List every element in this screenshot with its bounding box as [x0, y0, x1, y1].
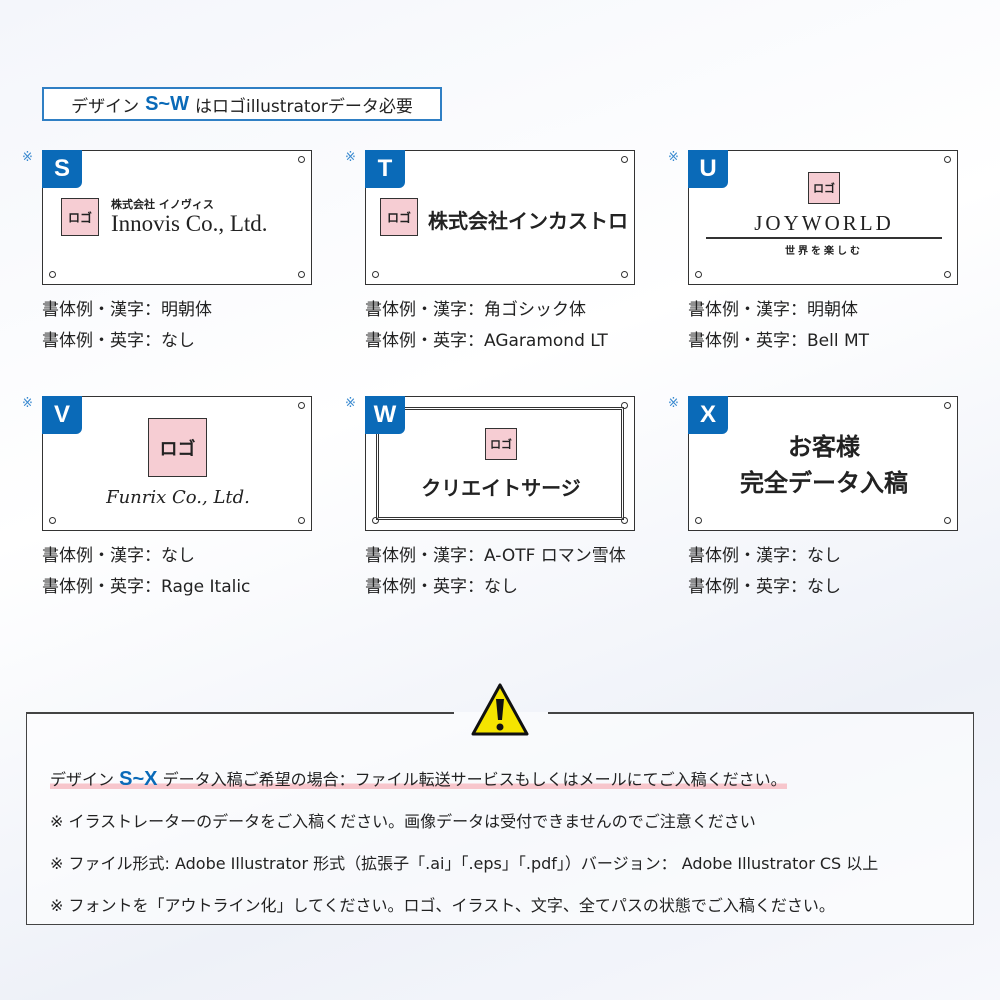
- note-mark: ※: [668, 396, 679, 411]
- caption: 書体例・漢字：A-OTF ロマン雪体書体例・英字：なし: [365, 541, 626, 603]
- font-english: 書体例・英字：Rage Italic: [42, 577, 251, 597]
- hole-icon: [621, 271, 628, 278]
- sample-card-v: V ロゴ Funrix Co., Ltd.: [42, 396, 312, 531]
- font-english: 書体例・英字：なし: [688, 577, 841, 597]
- sample-card-t: T ロゴ 株式会社インカストロ: [365, 150, 635, 285]
- font-english: 書体例・英字：なし: [42, 331, 195, 351]
- note-mark: ※: [668, 150, 679, 165]
- header-suffix: はロゴillustratorデータ必要: [194, 96, 413, 117]
- sample-card-x: X お客様完全データ入稿: [688, 396, 958, 531]
- divider: [706, 237, 942, 239]
- headline-suffix: データ入稿ご希望の場合：ファイル転送サービスもしくはメールにてご入稿ください。: [162, 770, 787, 789]
- note-line: ※ フォントを「アウトライン化」してください。ロゴ、イラスト、文字、全てパスの状…: [50, 896, 835, 915]
- notice-border-right: [548, 712, 974, 714]
- tagline: 世界を楽しむ: [785, 246, 863, 257]
- font-english: 書体例・英字：なし: [365, 577, 518, 597]
- badge-x: X: [688, 396, 728, 434]
- sample-card-u: U ロゴ JOYWORLD 世界を楽しむ: [688, 150, 958, 285]
- company-name: 株式会社インカストロ: [428, 209, 628, 233]
- hole-icon: [944, 517, 951, 524]
- customer-line: お客様: [788, 433, 860, 461]
- sample-card-s: S ロゴ 株式会社 イノヴィス Innovis Co., Ltd.: [42, 150, 312, 285]
- font-english: 書体例・英字：AGaramond LT: [365, 331, 608, 351]
- caption: 書体例・漢字：なし書体例・英字：Rage Italic: [42, 541, 250, 603]
- warning-icon: [471, 683, 529, 736]
- design-s-w-header: デザイン S~W はロゴillustratorデータ必要: [42, 87, 442, 121]
- company-name-en: Innovis Co., Ltd.: [111, 211, 268, 236]
- sample-card-w: W ロゴ クリエイトサージ: [365, 396, 635, 531]
- note-mark: ※: [22, 396, 33, 411]
- font-kanji: 書体例・漢字：A-OTF ロマン雪体: [365, 546, 626, 566]
- logo-placeholder: ロゴ: [148, 418, 207, 477]
- note-mark: ※: [345, 396, 356, 411]
- company-name: Funrix Co., Ltd.: [106, 487, 250, 508]
- caption-kanji: 書体例・漢字：明朝体書体例・英字：なし: [42, 295, 212, 357]
- hole-icon: [695, 517, 702, 524]
- font-english: 書体例・英字：Bell MT: [688, 331, 870, 351]
- note-mark: ※: [345, 150, 356, 165]
- hole-icon: [298, 156, 305, 163]
- headline-range: S~X: [119, 768, 158, 790]
- full-data-line: 完全データ入稿: [740, 469, 908, 497]
- badge-v: V: [42, 396, 82, 434]
- caption: 書体例・漢字：角ゴシック体書体例・英字：AGaramond LT: [365, 295, 608, 357]
- badge-t: T: [365, 150, 405, 188]
- note-mark: ※: [22, 150, 33, 165]
- font-kanji: 書体例・漢字：明朝体: [688, 300, 858, 320]
- note-line: ※ イラストレーターのデータをご入稿ください。画像データは受付できませんのでご注…: [50, 812, 756, 831]
- caption: 書体例・漢字：明朝体書体例・英字：Bell MT: [688, 295, 869, 357]
- badge-u: U: [688, 150, 728, 188]
- hole-icon: [944, 156, 951, 163]
- notice-headline: デザイン S~X データ入稿ご希望の場合：ファイル転送サービスもしくはメールにて…: [50, 758, 878, 801]
- headline-prefix: デザイン: [50, 770, 115, 789]
- hole-icon: [621, 517, 628, 524]
- customer-title: お客様完全データ入稿: [689, 429, 959, 501]
- hole-icon: [372, 271, 379, 278]
- logo-placeholder: ロゴ: [808, 172, 840, 204]
- logo-placeholder: ロゴ: [485, 428, 517, 460]
- hole-icon: [695, 271, 702, 278]
- logo-placeholder: ロゴ: [380, 198, 418, 236]
- font-kanji: 書体例・漢字：なし: [688, 546, 841, 566]
- font-kanji: 書体例・漢字：角ゴシック体: [365, 300, 586, 320]
- badge-s: S: [42, 150, 82, 188]
- header-prefix: デザイン: [71, 96, 140, 117]
- hole-icon: [298, 402, 305, 409]
- hole-icon: [49, 517, 56, 524]
- font-kanji: 書体例・漢字：明朝体: [42, 300, 212, 320]
- font-kanji: 書体例・漢字：なし: [42, 546, 195, 566]
- decorative-frame: [376, 407, 624, 520]
- company-name: クリエイトサージ: [421, 476, 581, 500]
- note-line: ※ ファイル形式: Adobe Illustrator 形式（拡張子「.ai」「…: [50, 854, 879, 873]
- notice-box: [26, 712, 974, 925]
- hole-icon: [621, 156, 628, 163]
- hole-icon: [944, 271, 951, 278]
- notice-border-left: [26, 712, 454, 714]
- hole-icon: [298, 271, 305, 278]
- badge-w: W: [365, 396, 405, 434]
- hole-icon: [49, 271, 56, 278]
- company-name: JOYWORLD: [754, 211, 894, 235]
- hole-icon: [621, 402, 628, 409]
- hole-icon: [944, 402, 951, 409]
- caption: 書体例・漢字：なし書体例・英字：なし: [688, 541, 841, 603]
- notice-text: デザイン S~X データ入稿ご希望の場合：ファイル転送サービスもしくはメールにて…: [50, 758, 878, 927]
- company-name-jp: 株式会社 イノヴィス: [111, 198, 214, 211]
- header-range: S~W: [145, 92, 189, 115]
- hole-icon: [298, 517, 305, 524]
- logo-placeholder: ロゴ: [61, 198, 99, 236]
- hole-icon: [372, 517, 379, 524]
